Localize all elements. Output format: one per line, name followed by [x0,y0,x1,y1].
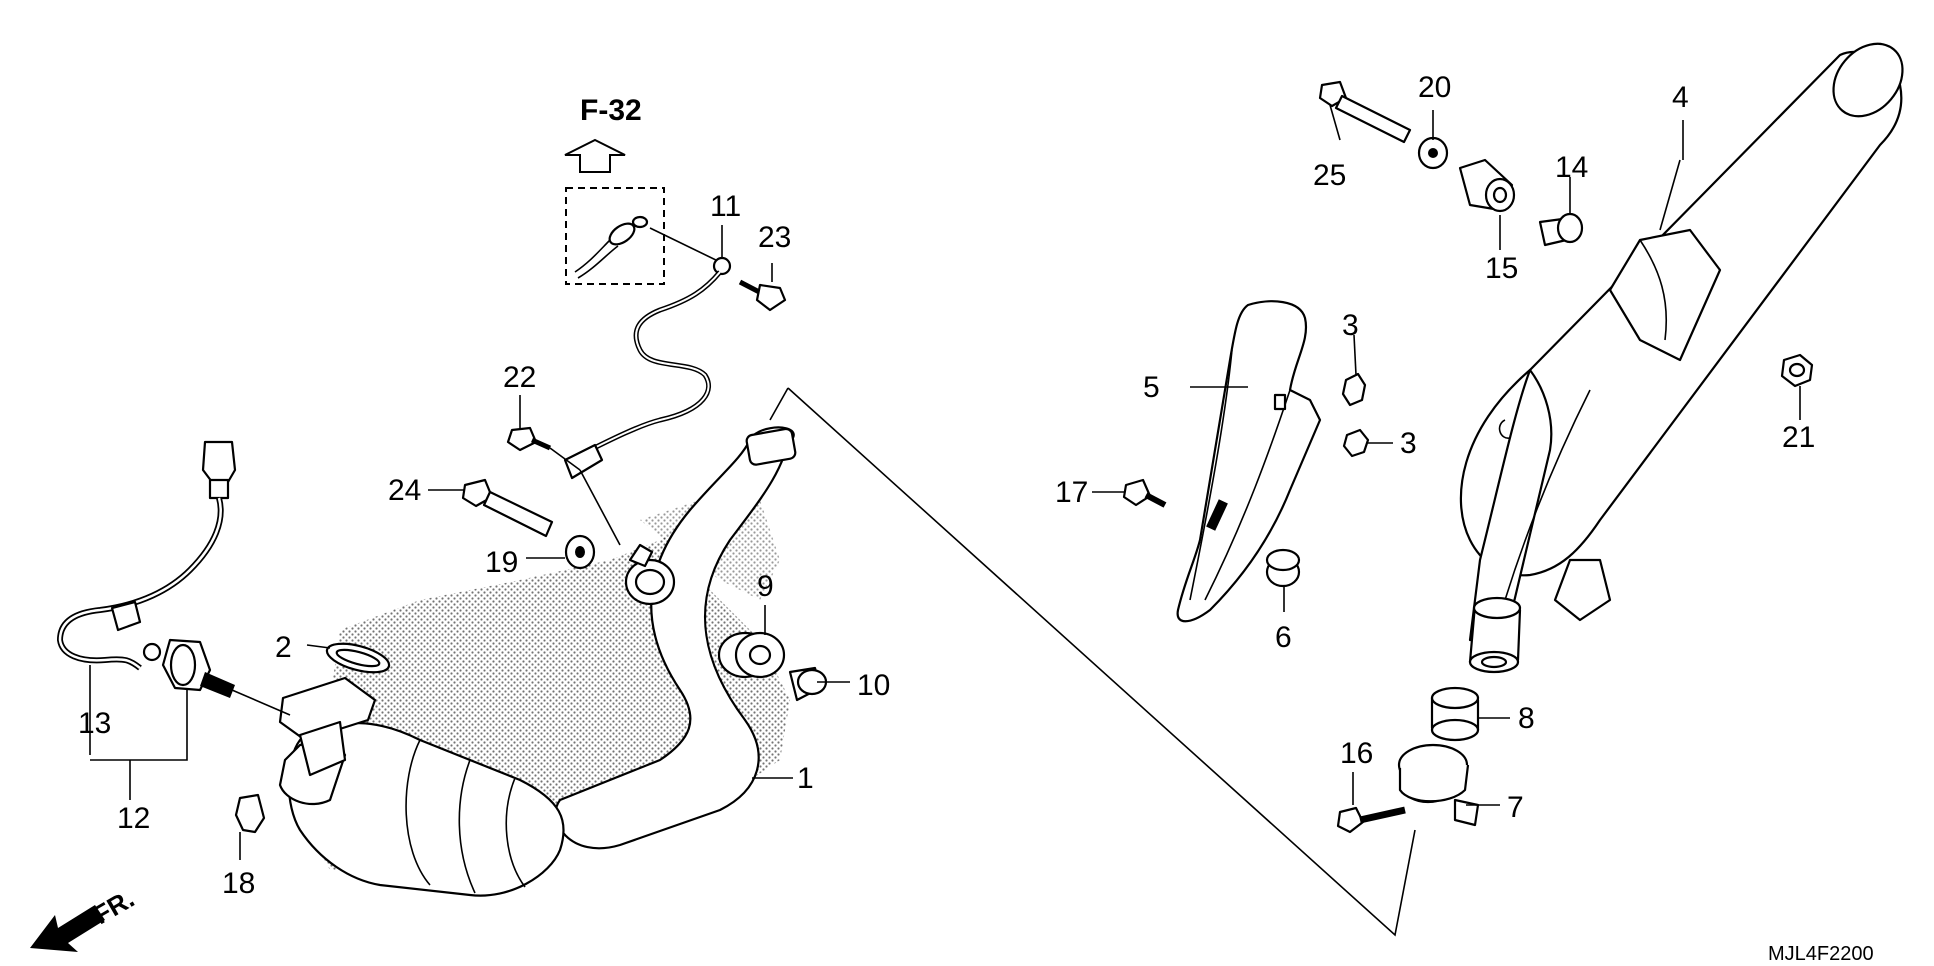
gasket-2 [325,642,391,674]
callout-17: 17 [1055,476,1088,509]
ground-wire [563,227,732,480]
heat-shield [1176,300,1322,623]
reference-box [565,187,665,285]
clip-18 [234,793,266,834]
grommet-15 [1458,158,1516,213]
grommet-6 [1265,548,1301,588]
callout-12: 12 [117,802,150,835]
callout-6: 6 [1275,621,1292,654]
up-arrow-icon [564,138,626,173]
o2-sensor [56,440,291,716]
bolt-22 [506,426,581,471]
nut-3a [1341,372,1367,407]
clamp-7 [1397,743,1480,827]
gasket-8 [1430,686,1480,742]
callout-15: 15 [1485,252,1518,285]
callout-18: 18 [222,867,255,900]
exhaust-pipe [278,426,797,897]
callout-13: 13 [78,707,111,740]
collar-14 [1538,212,1584,247]
callout-5: 5 [1143,371,1160,404]
nut-3b [1342,428,1370,458]
callout-21: 21 [1782,421,1815,454]
grommet-9 [717,631,786,679]
leader-lines [89,104,1801,860]
bolt-25 [1318,80,1412,144]
callouts: 1 2 3 3 4 5 6 7 8 9 10 11 12 13 14 15 16… [78,71,1815,900]
callout-24: 24 [388,474,421,507]
washer-19 [564,534,596,570]
nut-21 [1780,353,1814,388]
bolt-17 [1122,478,1167,508]
front-direction: FR. [30,883,139,952]
diagram-code: MJL4F2200 [1768,943,1874,965]
bolt-24 [461,478,554,538]
callout-22: 22 [503,361,536,394]
callout-10: 10 [857,669,890,702]
bolt-16 [1336,806,1406,834]
callout-1: 1 [797,762,814,795]
callout-9: 9 [757,570,774,603]
callout-19: 19 [485,546,518,579]
callout-3b: 3 [1400,427,1417,460]
callout-8: 8 [1518,702,1535,735]
callout-23: 23 [758,221,791,254]
callout-2: 2 [275,631,292,664]
callout-25: 25 [1313,159,1346,192]
callout-16: 16 [1340,737,1373,770]
front-arrow-icon [30,905,105,952]
callout-14: 14 [1555,151,1588,184]
bolt-23 [738,279,787,312]
washer-20 [1417,136,1449,170]
muffler [1459,42,1904,674]
reference-label: F-32 [580,94,642,127]
callout-20: 20 [1418,71,1451,104]
callout-11: 11 [710,190,741,223]
callout-4: 4 [1672,81,1689,114]
collar-10 [788,666,828,702]
callout-7: 7 [1507,791,1524,824]
reference-f32: F-32 [564,94,665,285]
callout-3a: 3 [1342,309,1359,342]
